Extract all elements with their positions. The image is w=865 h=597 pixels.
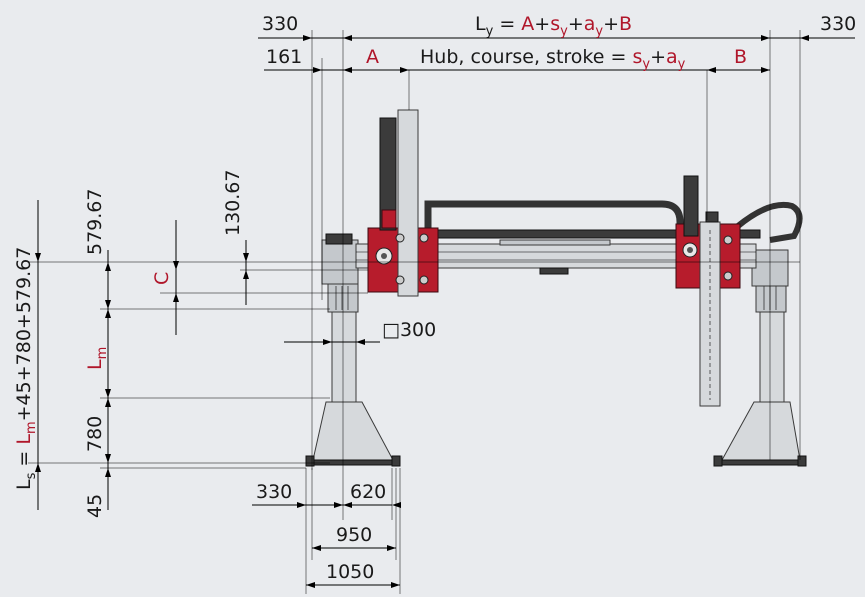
bottom-950-label: 950 [336, 524, 372, 546]
right-carriage [675, 175, 741, 407]
cable-chain [424, 200, 803, 243]
dim-161-label: 161 [266, 46, 302, 68]
ls-lm-sub: m [24, 421, 39, 434]
ly-plus-3: + [603, 13, 619, 35]
bottom-330-label: 330 [256, 481, 292, 503]
right-support-column [713, 249, 807, 467]
hub-formula: Hub, course, stroke = sy+ay [420, 46, 686, 72]
top-dimensions: 330 330 Ly = A+sy+ay+B 161 A Hub, course… [258, 13, 856, 73]
ly-s-sub: y [560, 24, 568, 39]
label-b: B [734, 46, 747, 68]
lm-label: Lm [84, 347, 110, 370]
ly-s: s [550, 13, 560, 35]
bottom-620-label: 620 [350, 481, 386, 503]
ly-plus-2: + [568, 13, 584, 35]
ly-subscript: y [486, 24, 494, 39]
left-carriage [367, 109, 439, 297]
ly-letter: L [475, 13, 486, 35]
hub-plus: + [650, 46, 666, 68]
lm-letter: L [84, 359, 106, 370]
ls-formula: Ls = Lm+45+780+579.67 [13, 247, 39, 490]
label-a: A [366, 46, 379, 68]
ly-a2-sub: y [595, 24, 603, 39]
ly-a2: a [584, 13, 596, 35]
left-support-column [305, 233, 401, 467]
v45-label: 45 [84, 494, 106, 518]
lm-subscript: m [95, 347, 110, 360]
extension-lines [28, 30, 801, 594]
bottom-1050-label: 1050 [326, 561, 374, 583]
square-symbol: □ [382, 319, 400, 341]
top-left-330-label: 330 [262, 13, 298, 35]
ls-letter: L [13, 479, 35, 490]
ly-formula: Ly = A+sy+ay+B [475, 13, 632, 39]
ls-lm: L [13, 434, 35, 445]
square-value: 300 [400, 319, 436, 341]
top-right-330-label: 330 [820, 13, 856, 35]
ly-b: B [619, 13, 632, 35]
hub-a-sub: y [678, 57, 686, 72]
hub-a: a [666, 46, 678, 68]
ly-equals: = [493, 13, 521, 35]
ls-subscript: s [24, 472, 39, 479]
ly-plus-1: + [534, 13, 550, 35]
left-vertical-dimensions: Ls = Lm+45+780+579.67 579.67 Lm 780 45 C… [13, 170, 249, 518]
ls-equals: = [13, 445, 35, 473]
hub-s-sub: y [642, 57, 650, 72]
ls-rest: +45+780+579.67 [13, 247, 35, 422]
column-section-dimension: □300 [284, 319, 436, 345]
v780-label: 780 [84, 416, 106, 452]
hub-s: s [632, 46, 642, 68]
v130-label: 130.67 [222, 170, 244, 236]
ly-a: A [521, 13, 534, 35]
square-300-label: □300 [382, 319, 436, 341]
gantry-machine [305, 109, 807, 467]
label-c: C [151, 272, 173, 285]
bottom-dimensions: 330 620 950 1050 [252, 481, 401, 588]
hub-text: Hub, course, stroke = [420, 46, 632, 68]
v579-label: 579.67 [84, 189, 106, 255]
